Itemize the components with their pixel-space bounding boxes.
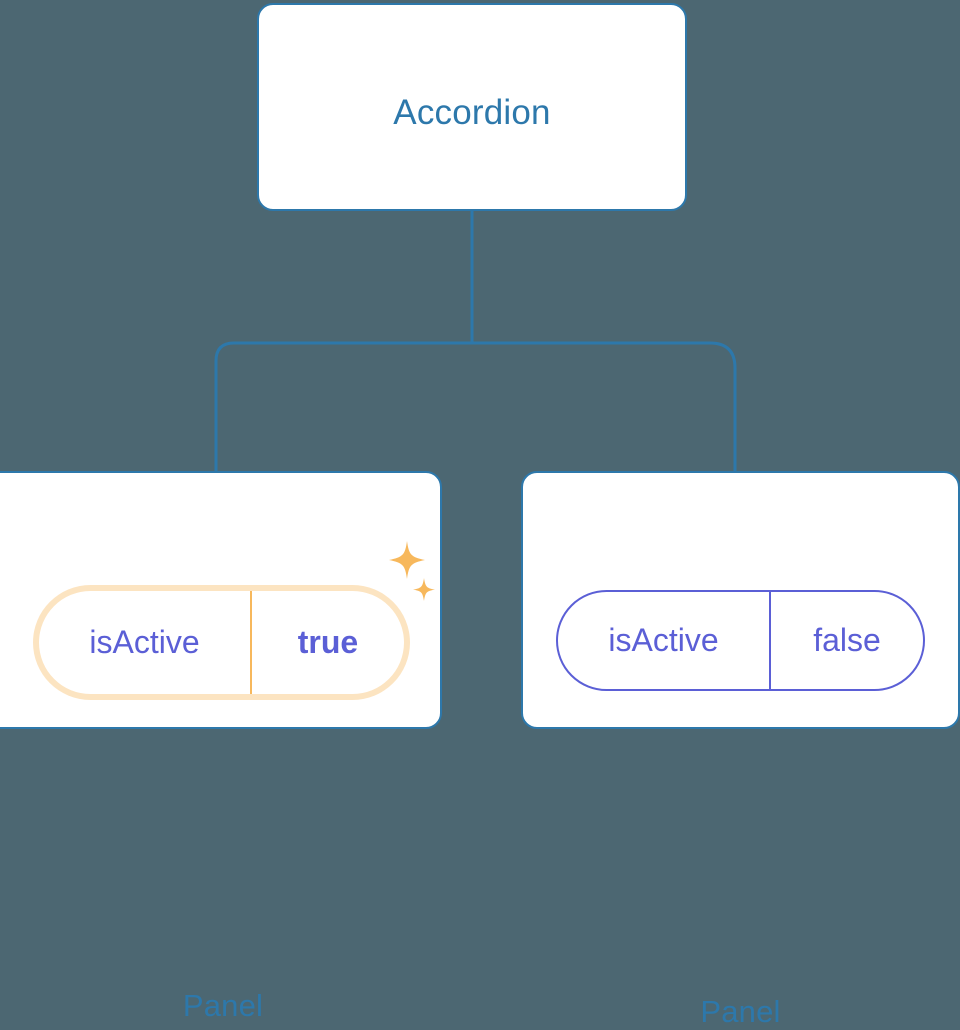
prop-value: false — [813, 622, 881, 658]
prop-pill-is-active-false[interactable]: isActive false — [556, 590, 925, 691]
node-accordion[interactable]: Accordion — [257, 3, 687, 211]
tree-connectors — [214, 211, 737, 471]
node-panel-right-label: Panel — [700, 994, 781, 1029]
prop-key: isActive — [39, 591, 252, 694]
node-accordion-label: Accordion — [393, 93, 551, 132]
component-tree-diagram: Accordion Panel isActive true Panel isAc… — [0, 3, 960, 1029]
prop-pill-is-active-true[interactable]: isActive true — [39, 591, 404, 694]
node-panel-left-label: Panel — [182, 988, 264, 1023]
prop-key: isActive — [558, 592, 771, 689]
connector-branch-bar — [214, 341, 737, 471]
prop-value: true — [297, 624, 359, 660]
